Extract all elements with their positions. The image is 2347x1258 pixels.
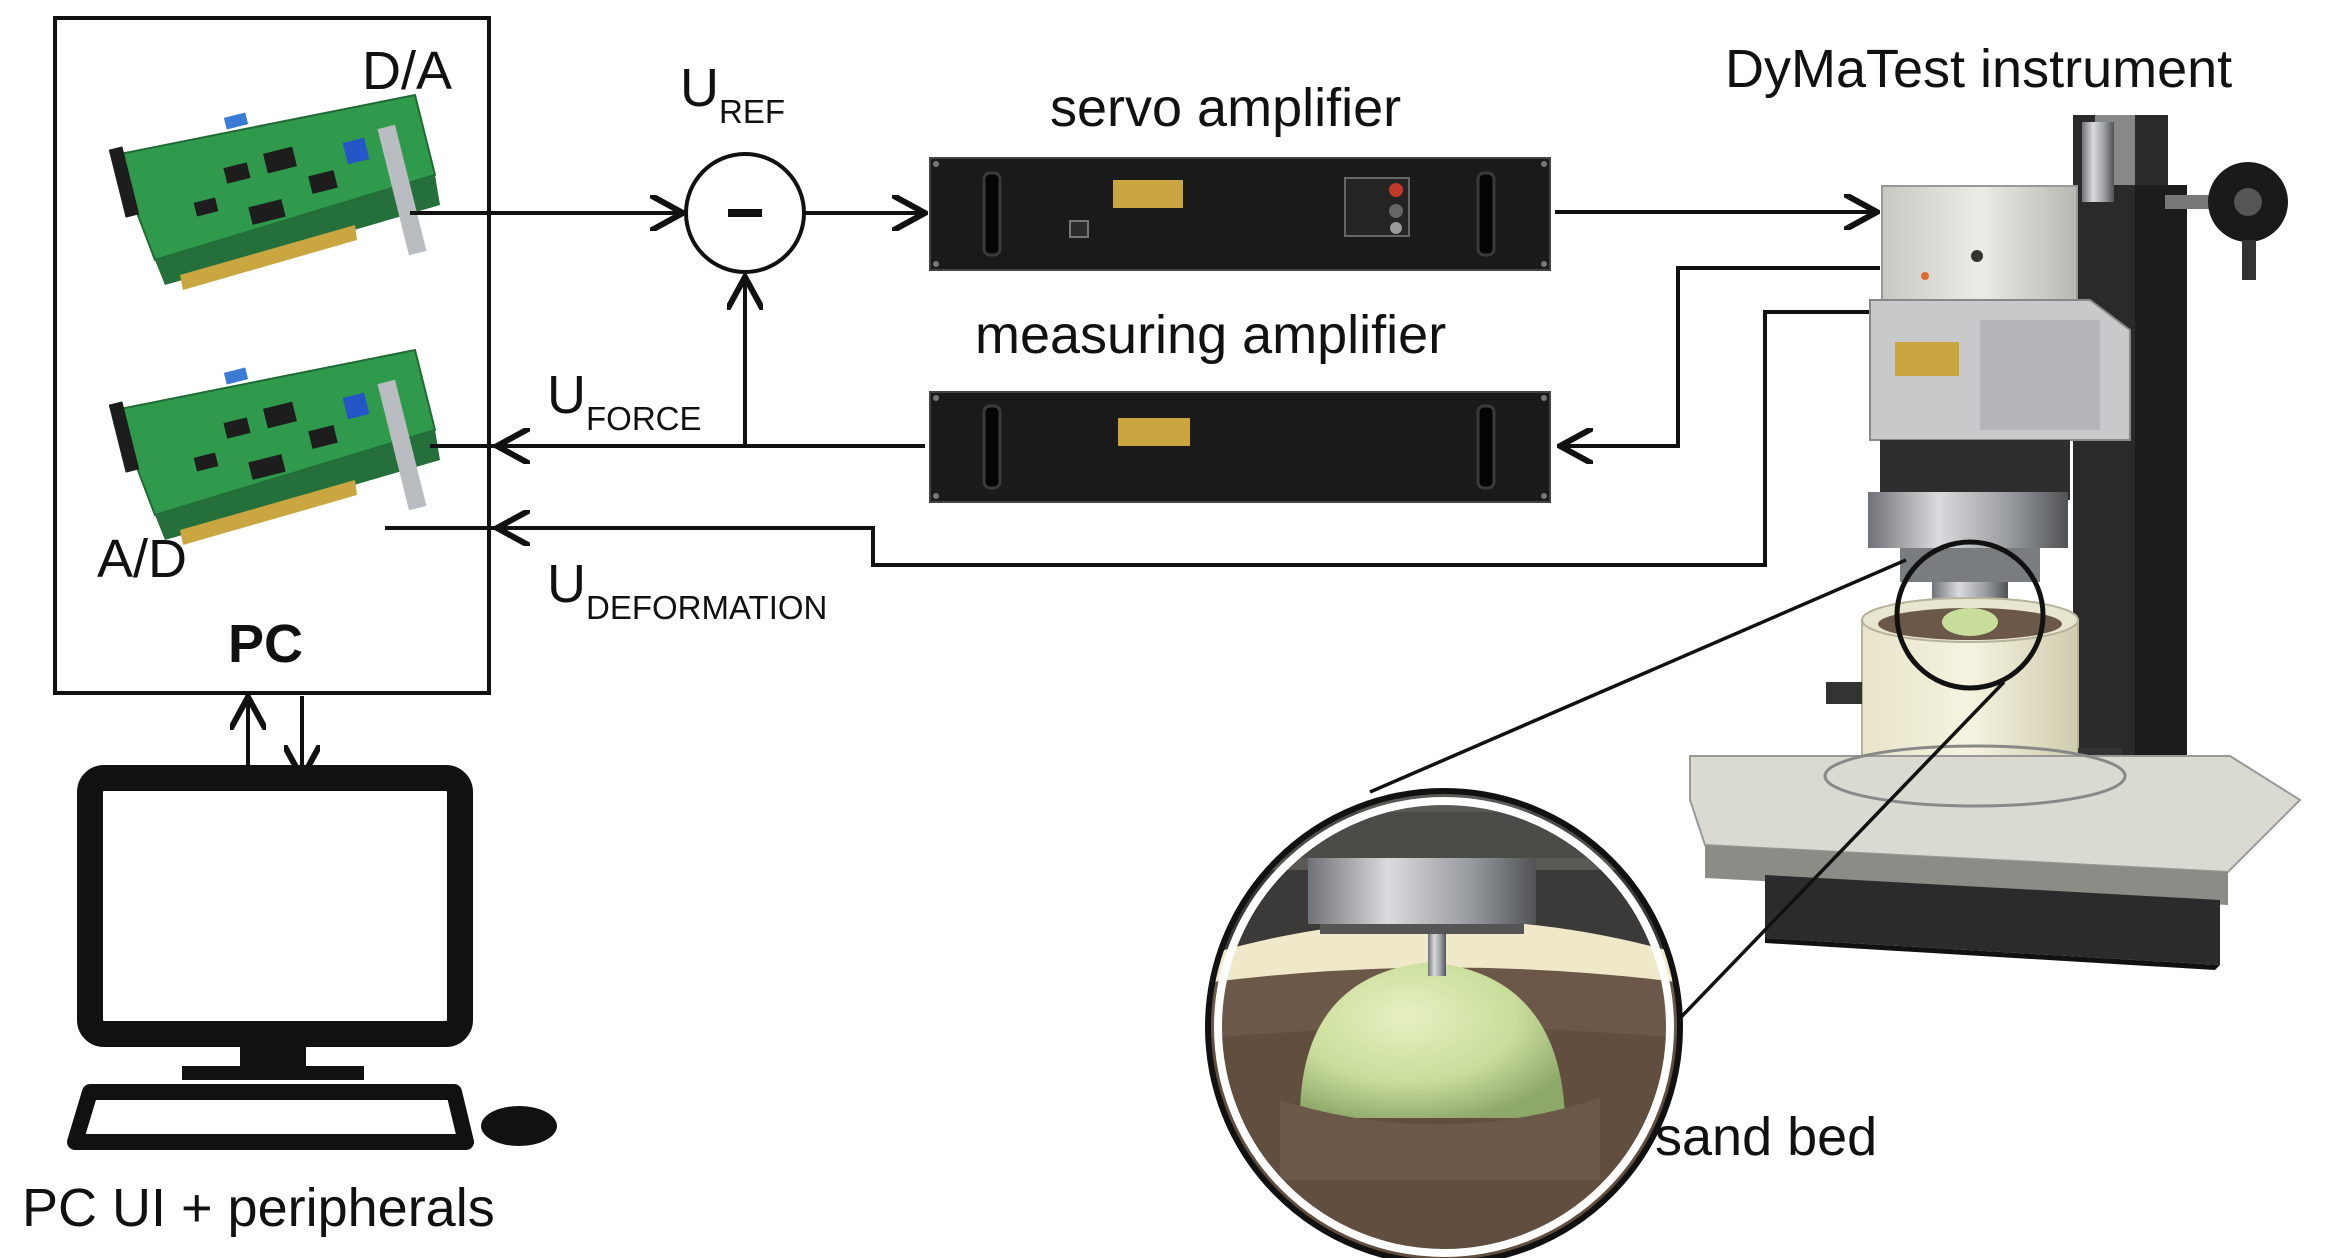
- pc-ui-label: PC UI + peripherals: [22, 1178, 495, 1238]
- zoom-tangent-upper: [1369, 558, 1907, 794]
- pcb-card-icon: [108, 348, 440, 545]
- instrument-label: DyMaTest instrument: [1725, 39, 2232, 99]
- monitor-stand-base: [182, 1066, 364, 1080]
- u-deformation-label: UDEFORMATION: [547, 554, 827, 626]
- ad-label: A/D: [97, 529, 187, 589]
- mouse-icon: [481, 1106, 557, 1146]
- zoom-source-circle: [1894, 539, 2046, 691]
- deformation-to-ad-line: [497, 310, 1880, 567]
- closeup-circle-border: [1205, 788, 1683, 1258]
- u-force-main: U: [547, 365, 586, 425]
- pc-block: D/A A/D PC: [53, 16, 491, 695]
- measuring-amplifier-label: measuring amplifier: [975, 305, 1446, 365]
- u-deformation-sub: DEFORMATION: [586, 589, 827, 626]
- u-force-label: UFORCE: [547, 365, 702, 437]
- summing-junction: [684, 152, 806, 274]
- rack-amplifier-icon: [929, 157, 1551, 271]
- da-label: D/A: [362, 41, 452, 101]
- servo-amplifier-label: servo amplifier: [1050, 78, 1401, 138]
- rack-amplifier-icon: [929, 391, 1551, 503]
- sand-bed-closeup-photo: [1205, 788, 1683, 1258]
- keyboard-icon: [67, 1084, 474, 1150]
- monitor-stand-neck: [240, 1034, 306, 1070]
- u-deformation-main: U: [547, 554, 586, 614]
- testing-machine-photo: [1689, 115, 2302, 970]
- u-ref-main: U: [680, 58, 719, 118]
- pcb-card-icon: [108, 93, 440, 290]
- u-ref-sub: REF: [719, 93, 785, 130]
- pc-peripherals: PC UI + peripherals: [22, 765, 557, 1238]
- pc-box: [53, 16, 491, 695]
- u-ref-label: UREF: [680, 58, 785, 130]
- servo-amplifier-box: [930, 158, 1550, 270]
- u-force-sub: FORCE: [586, 400, 702, 437]
- minus-sign: [728, 209, 762, 217]
- monitor-icon: [77, 765, 473, 1047]
- sand-bed-label: sand bed: [1655, 1107, 1877, 1167]
- measuring-amplifier-box: [930, 392, 1550, 502]
- instrument-to-measuring-line: [1560, 266, 1880, 446]
- zoom-tangent-lower: [1630, 680, 2006, 1070]
- pc-label: PC: [228, 614, 303, 674]
